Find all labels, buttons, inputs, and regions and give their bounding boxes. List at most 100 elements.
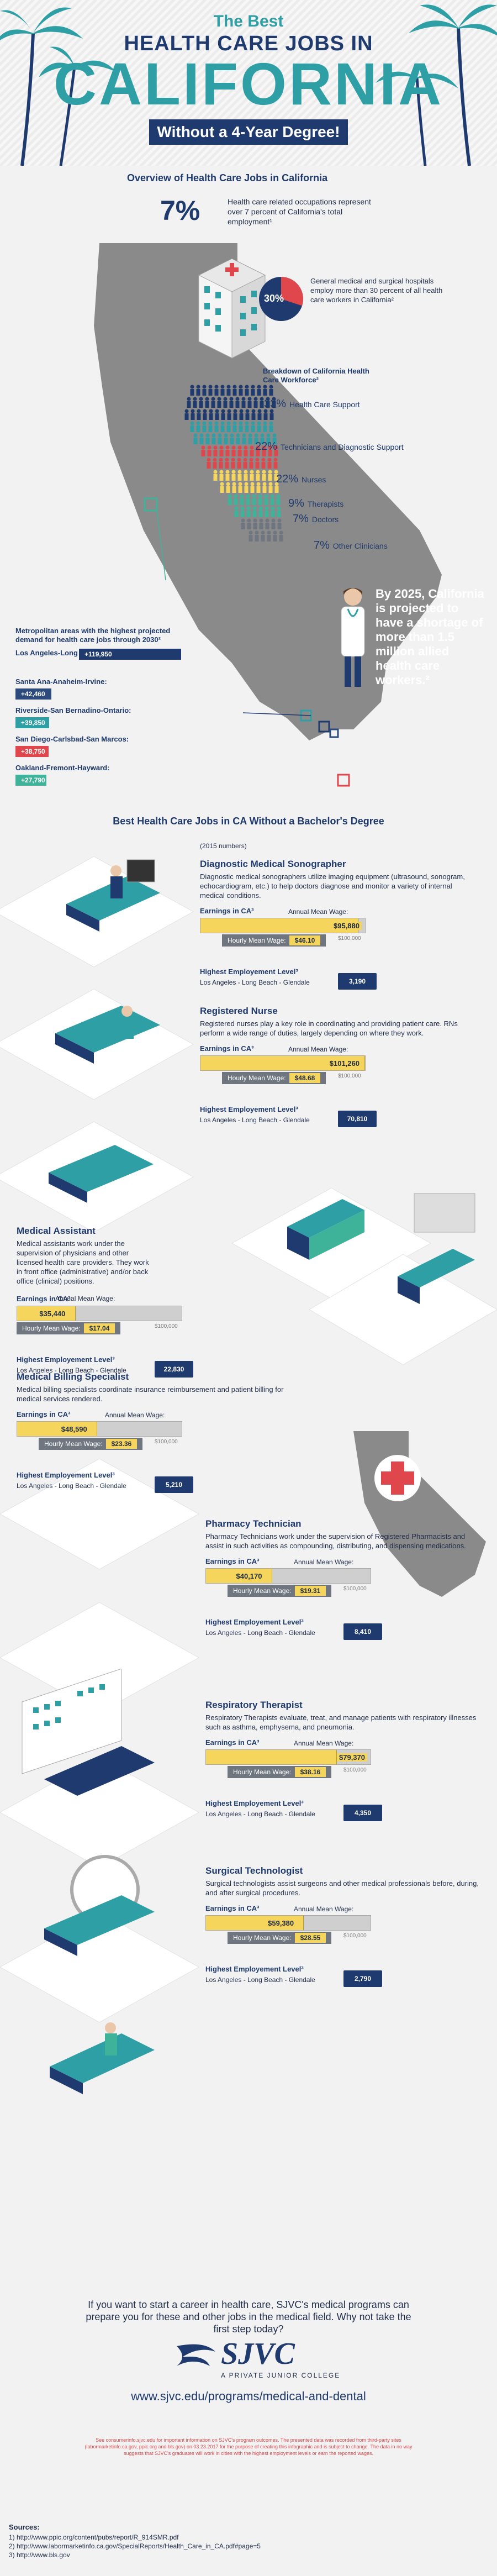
respiratory-machine-illustration: [44, 1855, 155, 1956]
employment-value: 4,350: [343, 1805, 382, 1821]
job-description: Medical assistants work under the superv…: [17, 1239, 149, 1285]
workforce-item: 22%Technicians and Diagnostic Support: [255, 440, 404, 453]
workforce-item-label: Technicians and Diagnostic Support: [281, 443, 404, 451]
overview-percent: 7%: [160, 195, 200, 226]
hourly-wage-label: Hourly Mean Wage:: [44, 1440, 103, 1448]
axis-max-label: $100,000: [343, 1767, 367, 1773]
workforce-item-label: Other Clinicians: [332, 542, 388, 550]
metro-area-name: San Diego-Carlsbad-San Marcos:: [15, 735, 129, 743]
shortage-text: By 2025, California is projected to have…: [376, 587, 484, 687]
earnings-label: Earnings in CA³: [200, 1044, 254, 1053]
overview-heading: Overview of Health Care Jobs in Californ…: [127, 172, 328, 183]
source-item[interactable]: 1) http://www.ppic.org/content/pubs/repo…: [9, 2533, 179, 2541]
metro-area-bar: +38,750: [15, 746, 49, 757]
workforce-item-percent: 7%: [314, 539, 330, 551]
employment-value: 22,830: [155, 1361, 193, 1378]
sources-heading: Sources:: [9, 2523, 40, 2531]
employment-area: Los Angeles - Long Beach - Glendale: [205, 1976, 315, 1984]
metro-area-bar: +42,460: [15, 688, 51, 700]
hourly-wage-box: Hourly Mean Wage:$38.16: [228, 1766, 332, 1778]
employment-area: Los Angeles - Long Beach - Glendale: [17, 1482, 126, 1490]
job-description: Pharmacy Technicians work under the supe…: [205, 1532, 466, 1550]
employment-value: 3,190: [338, 973, 377, 990]
annual-wage-bar-track: $101,260: [200, 1055, 366, 1071]
source-item[interactable]: 2) http://www.labormarketinfo.ca.gov/Spe…: [9, 2542, 261, 2550]
overview-text: Health care related occupations represen…: [228, 197, 371, 226]
workforce-item: 9%Therapists: [288, 497, 343, 510]
earnings-label: Earnings in CA³: [205, 1904, 260, 1912]
employment-value: 2,790: [343, 1970, 382, 1987]
hourly-wage-label: Hourly Mean Wage:: [228, 1074, 286, 1082]
employment-value: 5,210: [155, 1476, 193, 1493]
hospital-icon: [198, 258, 266, 359]
jobs-heading: Best Health Care Jobs in CA Without a Ba…: [113, 816, 384, 827]
axis-max-label: $100,000: [343, 1933, 367, 1939]
sonographer-illustration: [66, 859, 160, 932]
employment-area: Los Angeles - Long Beach - Glendale: [17, 1366, 126, 1374]
job-title: Medical Assistant: [17, 1226, 96, 1236]
job-description: Surgical technologists assist surgeons a…: [205, 1879, 479, 1897]
employment-value: 8,410: [343, 1623, 382, 1640]
sjvc-logo-icon: [177, 2344, 215, 2366]
hourly-wage-label: Hourly Mean Wage:: [233, 1587, 292, 1595]
disclaimer: See consumerinfo.sjvc.edu for important …: [84, 2437, 413, 2456]
earnings-block: Earnings in CA³ Annual Mean Wage: $79,370 $…: [205, 1738, 482, 1788]
pharmacy-shelves-illustration: [22, 1669, 155, 1796]
axis-max-label: $100,000: [338, 935, 361, 942]
hourly-wage-box: Hourly Mean Wage:$48.68: [222, 1072, 326, 1084]
header-subtitle: Without a 4-Year Degree!: [149, 119, 348, 145]
hourly-wage-label: Hourly Mean Wage:: [233, 1934, 292, 1942]
annual-wage-label: Annual Mean Wage:: [294, 1739, 354, 1747]
workforce-item-percent: 7%: [293, 513, 309, 525]
annual-wage-label: Annual Mean Wage:: [288, 1045, 348, 1053]
earnings-label: Earnings in CA³: [205, 1738, 260, 1747]
bed-illustration: [49, 1145, 154, 1203]
axis-max-label: $100,000: [155, 1323, 178, 1329]
annual-wage-label: Annual Mean Wage:: [288, 908, 348, 916]
employment-label: Highest Employement Level³: [200, 1105, 298, 1113]
earnings-label: Earnings in CA³: [17, 1295, 71, 1303]
metro-area-name: Oakland-Fremont-Hayward:: [15, 764, 110, 772]
annual-wage-bar-track: $40,170: [205, 1568, 371, 1584]
job-title: Respiratory Therapist: [205, 1700, 303, 1710]
palm-tree-icon: [0, 7, 116, 166]
job-description: Respiratory Therapists evaluate, treat, …: [205, 1713, 477, 1731]
annual-wage-value: $48,590: [59, 1425, 89, 1433]
metro-area-name: Santa Ana-Anaheim-Irvine:: [15, 677, 107, 686]
hospitals-text: General medical and surgical hospitals e…: [310, 277, 443, 304]
employment-label: Highest Employement Level³: [205, 1618, 304, 1626]
hourly-wage-label: Hourly Mean Wage:: [22, 1324, 81, 1332]
annual-wage-label: Annual Mean Wage:: [105, 1411, 165, 1419]
annual-wage-label: Annual Mean Wage:: [55, 1295, 115, 1302]
hourly-wage-box: Hourly Mean Wage:$46.10: [222, 934, 326, 947]
sources-list: 1) http://www.ppic.org/content/pubs/repo…: [9, 2533, 261, 2559]
hourly-wage-value: $38.16: [294, 1767, 326, 1777]
cta-url[interactable]: www.sjvc.edu/programs/medical-and-dental: [131, 2389, 366, 2403]
job-title: Diagnostic Medical Sonographer: [200, 859, 346, 869]
surgery-illustration: [50, 2022, 155, 2094]
annual-wage-label: Annual Mean Wage:: [294, 1905, 354, 1913]
source-item[interactable]: 3) http://www.bls.gov: [9, 2551, 70, 2559]
annual-wage-bar-track: $79,370: [205, 1749, 371, 1765]
annual-wage-value: $95,880: [331, 922, 362, 930]
workforce-item-label: Health Care Support: [289, 400, 360, 409]
axis-max-label: $100,000: [155, 1439, 178, 1445]
workforce-heading: Breakdown of California Health Care Work…: [263, 367, 369, 384]
hourly-wage-box: Hourly Mean Wage:$17.04: [17, 1322, 121, 1334]
job-title: Medical Billing Specialist: [17, 1371, 129, 1382]
hourly-wage-box: Hourly Mean Wage:$28.55: [228, 1932, 332, 1944]
annual-wage-bar-track: $59,380: [205, 1915, 371, 1931]
reception-desk-illustration: [287, 1193, 475, 1304]
